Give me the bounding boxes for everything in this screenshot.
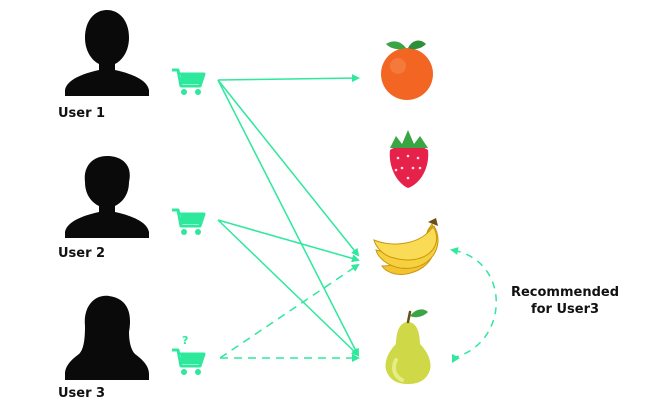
recommendation-label: Recommended for User3 [500,284,630,318]
user3-label: User 3 [58,386,106,401]
arrow-user1-orange [217,74,360,83]
user1-avatar [65,10,149,96]
recommendation-line1: Recommended [510,285,620,300]
user2-avatar [65,156,149,238]
cart-icon-user2 [170,208,206,237]
banana-icon [373,218,439,275]
recommendation-curve [450,247,497,359]
cart-icon-user3 [170,348,206,377]
user3-avatar [65,295,149,380]
unknown-purchase-marker: ? [182,334,189,347]
arrow-user3-banana [219,263,360,359]
pear-icon [385,309,431,384]
user3-arrows [219,263,360,362]
arrow-user1-banana [217,79,360,257]
arrow-user2-banana [217,219,360,263]
strawberry-icon [389,130,429,188]
user1-label: User 1 [58,106,106,121]
orange-icon [381,40,433,100]
recommendation-curve-start-head [452,354,460,363]
cart-icon-user1 [170,68,206,97]
arrow-user2-pear [217,219,360,357]
purchase-arrows [217,74,360,357]
recommendation-line2: for User3 [530,302,600,317]
arrow-user1-pear [217,79,359,357]
user2-label: User 2 [58,246,106,261]
